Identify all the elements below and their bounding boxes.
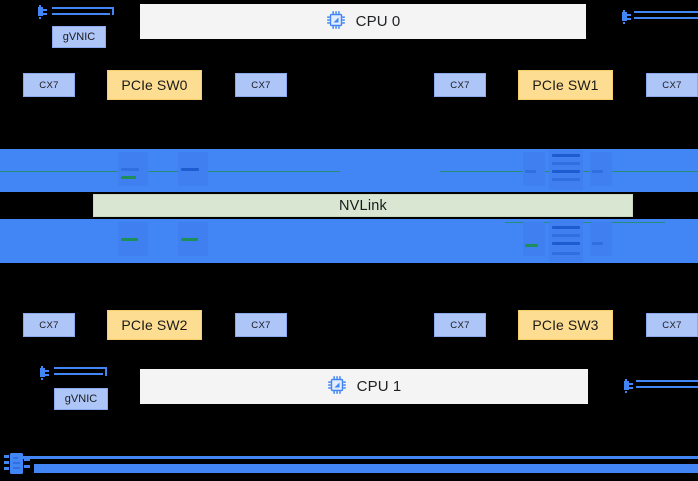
band-rule-upper-left <box>0 171 340 172</box>
link-line-topright-a <box>634 11 698 13</box>
fabric-bar-main <box>34 464 698 473</box>
cpu1-label: CPU 1 <box>356 378 402 395</box>
link-drop-gvnic1 <box>105 368 107 376</box>
gpu-tile-u3 <box>523 152 545 186</box>
link-line-gvnic1-bottom <box>54 373 103 375</box>
gpu-tile-l4 <box>549 220 583 262</box>
cx7-label: CX7 <box>251 319 271 331</box>
cx7-box-0[interactable]: CX7 <box>23 73 75 97</box>
cx7-label: CX7 <box>662 79 682 91</box>
network-card-icon-bottom-right <box>624 379 642 398</box>
cpu-chip-icon <box>326 10 346 34</box>
pcie-sw1-box[interactable]: PCIe SW1 <box>518 70 613 100</box>
nvlink-bar[interactable]: NVLink <box>93 194 633 217</box>
cx7-label: CX7 <box>39 79 59 91</box>
pcie-sw1-label: PCIe SW1 <box>532 77 599 93</box>
link-drop-gvnic0 <box>112 7 114 15</box>
gpu-tile-u4 <box>549 150 583 190</box>
network-card-icon-right <box>622 10 640 29</box>
link-line-gvnic0-bottom <box>52 13 110 15</box>
gvnic-label: gVNIC <box>64 393 98 405</box>
gvnic-box-top[interactable]: gVNIC <box>52 26 106 48</box>
gpu-tile-u1 <box>118 152 148 186</box>
cpu0-label: CPU 0 <box>355 13 401 30</box>
gpu-tile-u5 <box>590 152 612 186</box>
network-card-icon-bottom-left <box>40 366 58 385</box>
gvnic-label: gVNIC <box>62 31 96 43</box>
gpu-tile-l5 <box>590 222 612 256</box>
gpu-tile-l2 <box>178 222 208 256</box>
cx7-box-4[interactable]: CX7 <box>23 313 75 337</box>
cpu1-bar[interactable]: CPU 1 <box>140 369 588 404</box>
pcie-sw0-box[interactable]: PCIe SW0 <box>107 70 202 100</box>
cx7-label: CX7 <box>662 319 682 331</box>
gvnic-box-bottom[interactable]: gVNIC <box>54 388 108 410</box>
fabric-bar-top <box>18 456 698 459</box>
cx7-box-2[interactable]: CX7 <box>434 73 486 97</box>
cx7-box-1[interactable]: CX7 <box>235 73 287 97</box>
cx7-box-6[interactable]: CX7 <box>434 313 486 337</box>
pcie-sw2-box[interactable]: PCIe SW2 <box>107 310 202 340</box>
pcie-sw3-box[interactable]: PCIe SW3 <box>518 310 613 340</box>
cx7-label: CX7 <box>251 79 271 91</box>
link-line-gvnic1-top <box>54 367 107 369</box>
link-line-bottomright-b <box>636 386 698 388</box>
pcie-sw3-label: PCIe SW3 <box>532 317 599 333</box>
gpu-tile-u2 <box>178 152 208 186</box>
cx7-label: CX7 <box>450 79 470 91</box>
band-rule-lower-right <box>505 222 665 223</box>
gpu-tile-l3 <box>523 222 545 256</box>
gpu-tile-l1 <box>118 222 148 256</box>
cx7-label: CX7 <box>450 319 470 331</box>
link-line-gvnic0-top <box>52 7 114 9</box>
nvlink-label: NVLink <box>339 197 387 214</box>
link-line-bottomright-a <box>636 380 698 382</box>
cx7-box-5[interactable]: CX7 <box>235 313 287 337</box>
link-line-topright-b <box>634 17 698 19</box>
pcie-sw0-label: PCIe SW0 <box>121 77 188 93</box>
network-card-icon <box>38 5 56 24</box>
cx7-box-7[interactable]: CX7 <box>646 313 698 337</box>
pcie-sw2-label: PCIe SW2 <box>121 317 188 333</box>
cpu0-bar[interactable]: CPU 0 <box>140 4 586 39</box>
cx7-label: CX7 <box>39 319 59 331</box>
cpu-chip-icon <box>327 375 347 399</box>
cx7-box-3[interactable]: CX7 <box>646 73 698 97</box>
